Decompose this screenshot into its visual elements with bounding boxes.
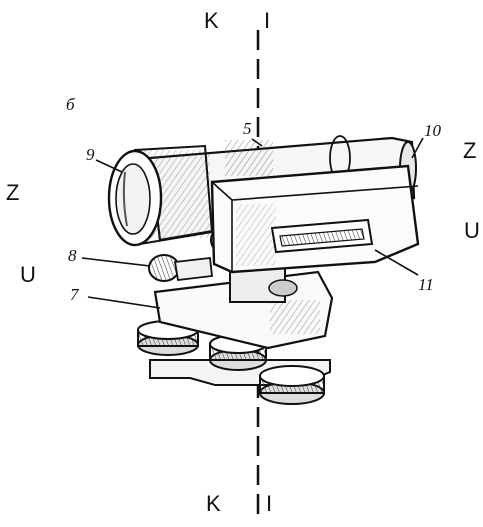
callout-11: 11 [418,275,434,294]
axis-label-top-i: I [264,8,271,33]
callout-8: 8 [68,246,77,265]
leader-11 [374,249,419,276]
callout-5: 5 [243,119,252,138]
clamp-knob [148,254,213,282]
objective-lens [107,144,214,247]
level-housing [210,164,420,274]
axis-label-top-k: K [204,8,219,33]
callout-9: 9 [86,145,95,164]
axis-label-bottom-k: K [206,491,221,516]
leader-10 [411,137,424,159]
axis-label-right-z: Z [463,138,477,163]
axis-label-left-z: Z [6,180,20,205]
levelling-screw-right [259,365,325,405]
axis-label-right-u: U [464,218,480,243]
levelling-screw-center [209,334,267,371]
callout-10: 10 [424,121,441,140]
panel-label: б [66,95,75,114]
axis-label-left-u: U [20,262,36,287]
leader-8 [81,257,151,267]
leader-5 [251,138,263,147]
leader-7 [87,296,161,309]
leader-9 [95,159,123,173]
axis-label-bottom-i: I [266,491,273,516]
callout-7: 7 [70,285,79,304]
level-vial-window [270,218,374,254]
